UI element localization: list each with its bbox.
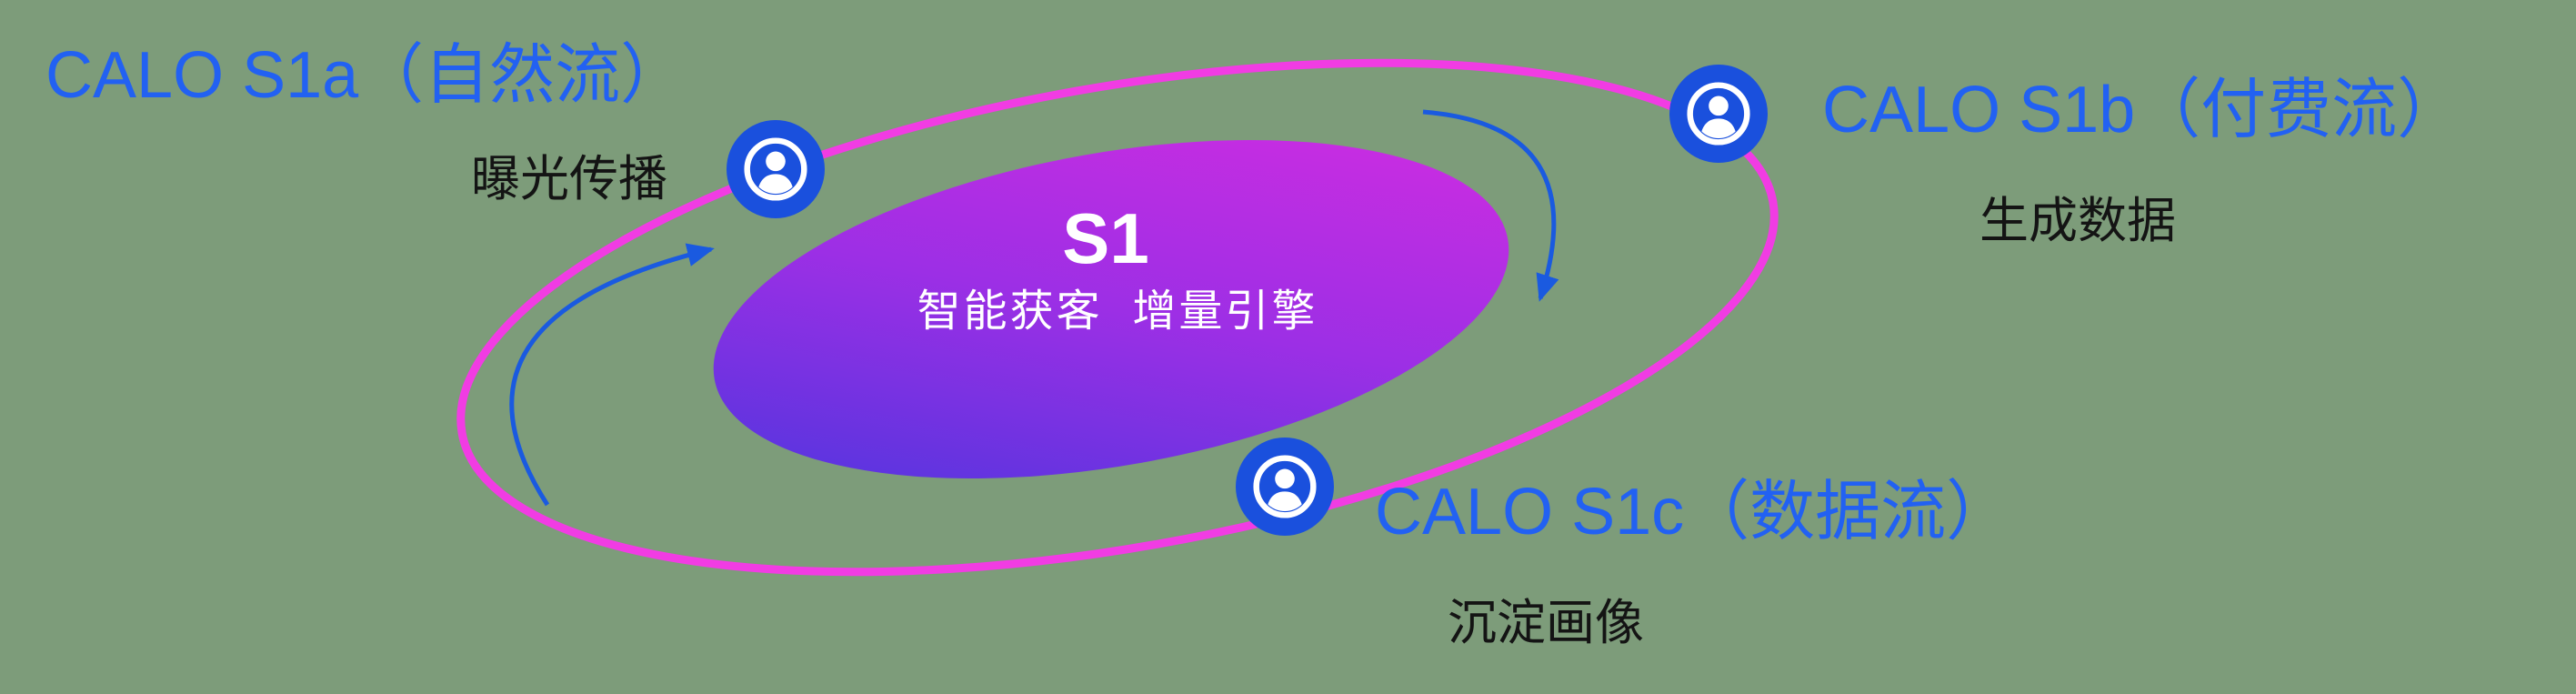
user-icon	[727, 120, 825, 218]
node-s1a	[727, 120, 825, 218]
label-s1c-subtitle: 沉淀画像	[1448, 596, 1644, 650]
label-s1a-title: CALO S1a（自然流）	[45, 39, 687, 112]
label-s1b-subtitle: 生成数据	[1980, 194, 2176, 248]
core-subtitle: 智能获客 增量引擎	[917, 287, 1318, 336]
core-title: S1	[1062, 198, 1149, 278]
label-s1a-subtitle: 曝光传播	[471, 152, 667, 206]
arrow-left-icon	[509, 243, 715, 507]
core-ellipse	[713, 139, 1509, 479]
label-s1c-title: CALO S1c（数据流）	[1375, 476, 2012, 548]
user-icon	[1236, 438, 1334, 536]
label-s1b-title: CALO S1b（付费流）	[1822, 74, 2463, 146]
arrow-right-icon	[1422, 109, 1559, 302]
node-s1b	[1669, 65, 1768, 163]
user-icon	[1669, 65, 1768, 163]
node-s1c	[1236, 438, 1334, 536]
orbit-ring	[456, 58, 1779, 577]
